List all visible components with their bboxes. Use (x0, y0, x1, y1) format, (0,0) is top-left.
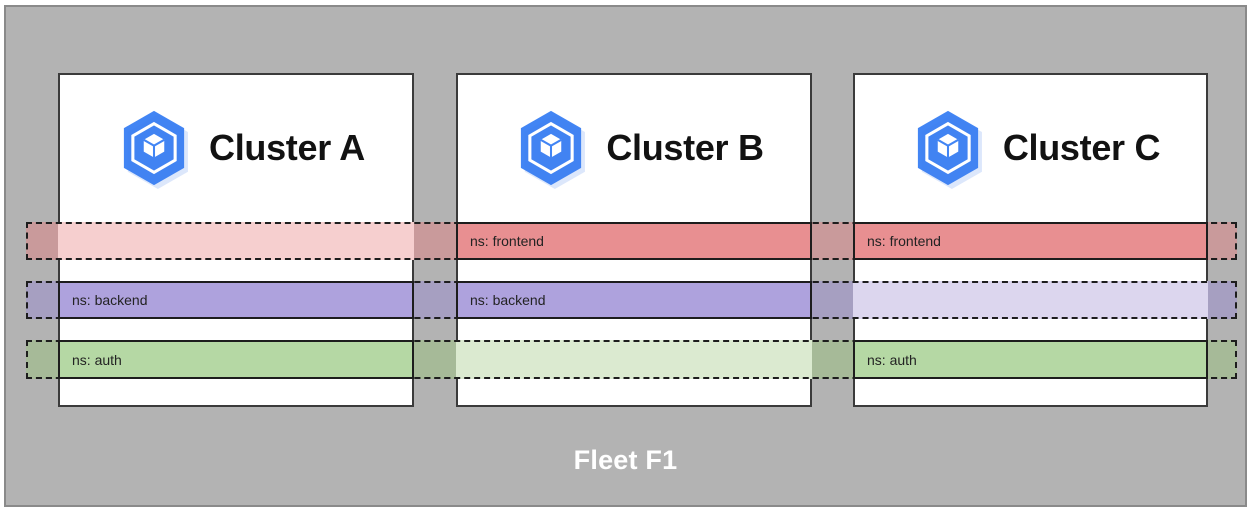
cluster-header: Cluster B (458, 75, 810, 220)
namespace-band-auth[interactable]: ns: auth (853, 340, 1208, 379)
namespace-band-label: ns: backend (72, 292, 148, 308)
namespace-band-backend[interactable]: ns: backend (456, 281, 812, 319)
cluster-card-cluster-a[interactable]: Cluster A ns: backend ns: auth (58, 73, 414, 407)
namespace-band-backend[interactable]: ns: backend (58, 281, 414, 319)
namespace-strip-frontend-dash-left (26, 222, 28, 260)
cluster-header: Cluster A (60, 75, 412, 220)
namespace-band-frontend[interactable]: ns: frontend (456, 222, 812, 260)
cluster-card-cluster-c[interactable]: Cluster C ns: frontend ns: auth (853, 73, 1208, 407)
gke-cluster-icon (521, 110, 586, 189)
gke-cluster-icon (123, 110, 188, 189)
namespace-band-label: ns: frontend (867, 233, 941, 249)
namespace-band-label: ns: backend (470, 292, 546, 308)
namespace-strip-backend-dash-right (1235, 281, 1237, 319)
namespace-strip-auth-dash-left (26, 340, 28, 379)
namespace-band-label: ns: auth (72, 351, 122, 368)
fleet-container: Cluster A ns: backend ns: auth (4, 5, 1247, 507)
namespace-strip-auth-dash-right (1235, 340, 1237, 379)
namespace-band-backend[interactable] (853, 281, 1208, 319)
namespace-band-frontend[interactable] (58, 222, 414, 260)
fleet-label: Fleet F1 (573, 445, 678, 475)
cluster-title: Cluster C (1002, 126, 1161, 168)
cluster-title: Cluster B (606, 126, 764, 168)
namespace-band-label: ns: auth (867, 351, 917, 368)
namespace-band-auth[interactable] (456, 340, 812, 379)
namespace-band-frontend[interactable]: ns: frontend (853, 222, 1208, 260)
gke-cluster-icon (917, 110, 982, 189)
cluster-card-cluster-b[interactable]: Cluster B ns: frontend ns: backend (456, 73, 812, 407)
cluster-title: Cluster A (209, 126, 365, 168)
namespace-band-auth[interactable]: ns: auth (58, 340, 414, 379)
namespace-strip-frontend-dash-right (1235, 222, 1237, 260)
namespace-band-label: ns: frontend (470, 233, 544, 249)
namespace-strip-backend-dash-left (26, 281, 28, 319)
cluster-header: Cluster C (855, 75, 1206, 220)
